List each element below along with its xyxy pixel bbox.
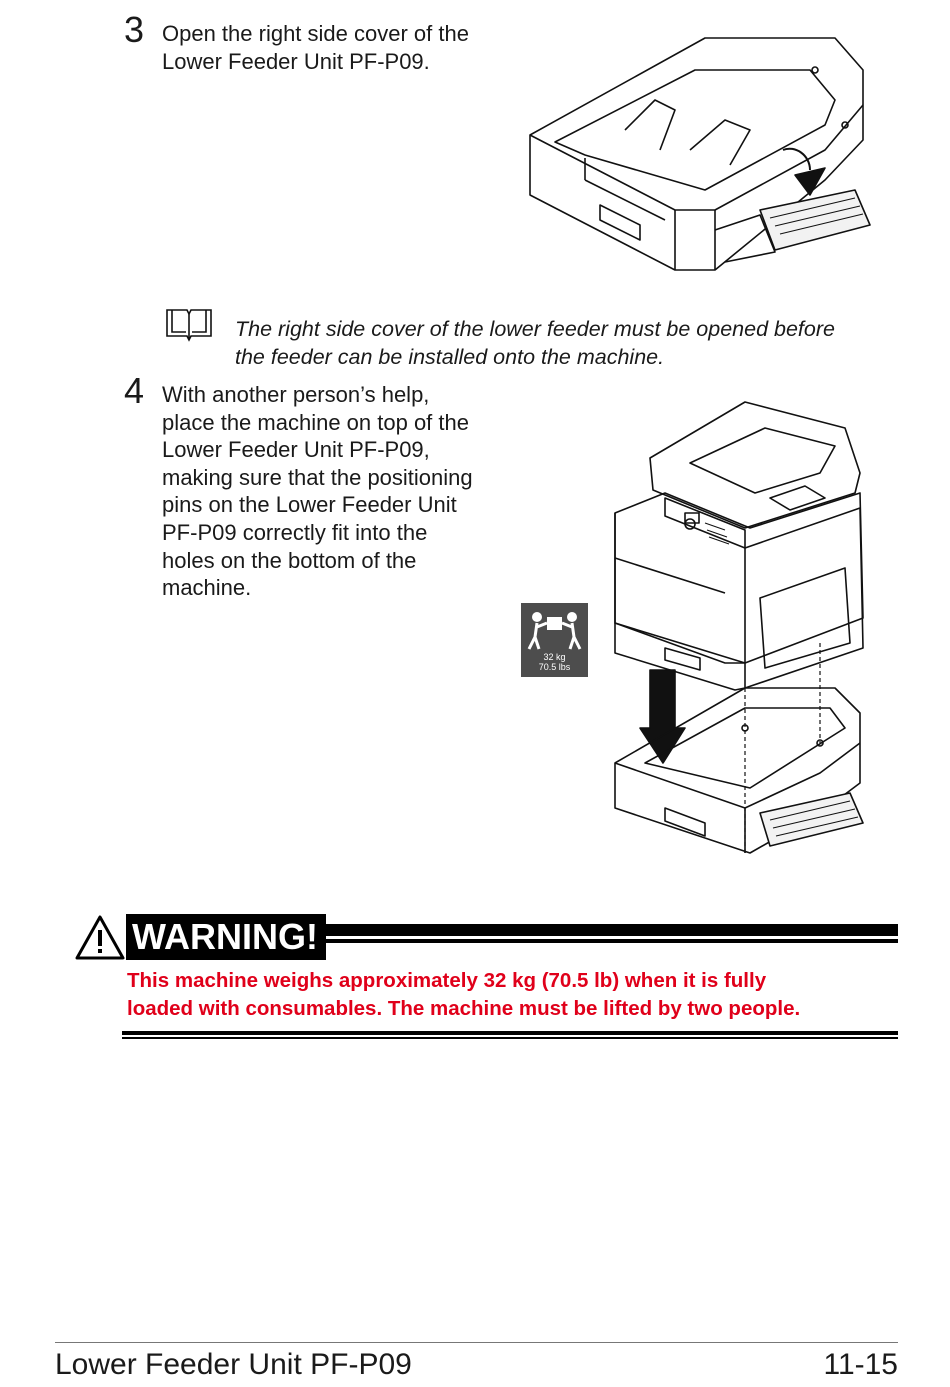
step-4-number: 4 [124,370,145,411]
step-4-line: machine. [162,575,252,601]
note-line: the feeder can be installed onto the mac… [235,344,665,369]
step-3-line: Lower Feeder Unit PF-P09. [162,48,430,74]
two-person-lift-icon [527,612,582,650]
warning-header-bar-thin [320,939,898,943]
step-4-line: With another person’s help, [162,382,430,407]
warning-header-bar [320,924,898,936]
step-4-line: holes on the bottom of the [162,547,417,573]
warning-bottom-rule [122,1031,898,1035]
step-3-line: Open the right side cover of the [162,21,469,46]
step-4-line: making sure that the positioning [162,464,473,490]
feeder-unit-open-cover-illustration [529,37,871,271]
warning-triangle-icon [75,915,125,960]
step-3-number: 3 [124,9,145,50]
warning-bottom-rule-thin [122,1037,898,1039]
warning-text: This machine weighs approximately 32 kg … [127,967,800,1022]
weight-badge: 32 kg 70.5 lbs [521,603,588,677]
machine-on-feeder-illustration [614,401,864,854]
step-4-line: place the machine on top of the [162,409,469,435]
step-4-line: pins on the Lower Feeder Unit [162,492,457,518]
page-number: 11-15 [823,1348,898,1381]
weight-kg-label: 32 kg [543,652,566,662]
step-4-line: Lower Feeder Unit PF-P09, [162,437,430,463]
warning-line: This machine weighs approximately 32 kg … [127,969,767,992]
book-note-icon [166,309,212,342]
note-line: The right side cover of the lower feeder… [235,317,835,341]
warning-line: loaded with consumables. The machine mus… [127,996,801,1020]
footer-divider [55,1342,898,1343]
warning-label: WARNING! [126,914,326,960]
footer-section-title: Lower Feeder Unit PF-P09 [55,1348,412,1381]
step-3-text: Open the right side cover of the Lower F… [162,20,469,75]
weight-lbs-label: 70.5 lbs [538,662,571,672]
note-text: The right side cover of the lower feeder… [235,316,835,371]
step-4-text: With another person’s help, place the ma… [162,381,473,602]
step-4-line: PF-P09 correctly fit into the [162,519,428,545]
